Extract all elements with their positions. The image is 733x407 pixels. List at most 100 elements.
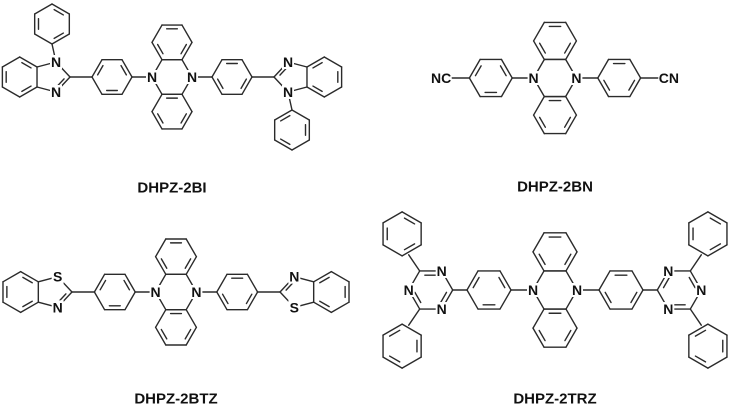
bond xyxy=(629,77,642,98)
bond xyxy=(53,32,65,40)
bond xyxy=(597,58,610,79)
bond xyxy=(563,116,572,128)
bond xyxy=(565,21,578,42)
core-nitrogen-label: N xyxy=(572,282,582,298)
label-background xyxy=(429,71,452,85)
label-background xyxy=(527,283,539,297)
bond xyxy=(564,329,572,342)
bond xyxy=(246,273,259,293)
core-nitrogen-label: N xyxy=(571,70,581,86)
bond xyxy=(565,40,578,61)
bond xyxy=(532,21,545,42)
bond xyxy=(468,77,481,98)
bond xyxy=(688,244,709,257)
bond xyxy=(330,301,350,314)
bond xyxy=(21,61,32,69)
label-background xyxy=(662,302,675,317)
bond xyxy=(121,58,133,78)
bond xyxy=(598,289,611,310)
bond xyxy=(538,42,547,54)
bond xyxy=(180,43,188,55)
bond xyxy=(323,56,343,68)
bond xyxy=(21,85,32,93)
bond xyxy=(22,300,33,308)
bond xyxy=(382,244,403,257)
bond xyxy=(688,276,696,289)
core-nitrogen-label: N xyxy=(191,284,201,300)
compound-name: DHPZ-2BTZ xyxy=(134,391,217,407)
nitrogen-label: N xyxy=(289,269,299,285)
bond xyxy=(19,86,38,98)
bond xyxy=(532,114,545,135)
bond xyxy=(466,289,479,310)
sulfur-label: S xyxy=(53,269,62,285)
bond xyxy=(694,329,707,337)
nitrogen-label: N xyxy=(437,301,447,317)
bond xyxy=(185,255,198,276)
bond xyxy=(382,356,403,369)
bond xyxy=(22,276,33,284)
bond xyxy=(151,93,163,113)
bond xyxy=(246,291,259,311)
bond xyxy=(500,77,513,98)
bond xyxy=(51,33,71,45)
bond xyxy=(474,65,482,77)
bond xyxy=(401,356,422,369)
bond xyxy=(472,276,480,289)
bond xyxy=(99,279,107,291)
bond xyxy=(598,270,611,291)
label-background xyxy=(282,85,294,99)
bond xyxy=(538,253,546,266)
bond xyxy=(124,273,136,293)
bond xyxy=(408,308,421,326)
bond xyxy=(184,328,192,340)
bond xyxy=(401,211,422,224)
bond xyxy=(151,41,163,61)
bond xyxy=(91,58,103,78)
bond xyxy=(319,300,330,308)
bond xyxy=(151,24,163,44)
nitrogen-label: N xyxy=(404,282,414,298)
bond xyxy=(499,289,512,310)
bond xyxy=(211,58,223,78)
bond xyxy=(306,86,325,98)
bond xyxy=(245,293,253,305)
bond xyxy=(532,251,545,272)
label-background xyxy=(282,55,294,69)
label-background xyxy=(51,269,64,284)
bond xyxy=(184,258,192,269)
bond xyxy=(19,56,38,68)
label-background xyxy=(50,55,62,69)
bond xyxy=(532,308,545,329)
bond xyxy=(241,76,253,96)
nitrogen-label: N xyxy=(51,84,61,100)
bond xyxy=(500,58,513,79)
bond xyxy=(2,301,22,314)
bond xyxy=(312,85,323,93)
nitrile-label: CN xyxy=(659,70,679,86)
label-background xyxy=(186,70,198,84)
bond xyxy=(330,270,350,283)
bond xyxy=(565,327,578,348)
bond xyxy=(124,291,136,311)
nitrogen-label: N xyxy=(696,282,706,298)
bond xyxy=(160,258,168,269)
bond xyxy=(51,3,71,15)
bonds xyxy=(382,211,728,369)
nitrogen-label: N xyxy=(53,299,63,315)
bond xyxy=(2,270,22,283)
bond xyxy=(532,95,545,116)
label-background xyxy=(190,285,203,299)
label-background xyxy=(695,283,708,297)
bond xyxy=(154,255,167,276)
label-background xyxy=(288,269,301,284)
bond xyxy=(160,328,168,340)
bond xyxy=(211,76,223,96)
bond xyxy=(93,273,106,293)
bond xyxy=(565,308,578,329)
